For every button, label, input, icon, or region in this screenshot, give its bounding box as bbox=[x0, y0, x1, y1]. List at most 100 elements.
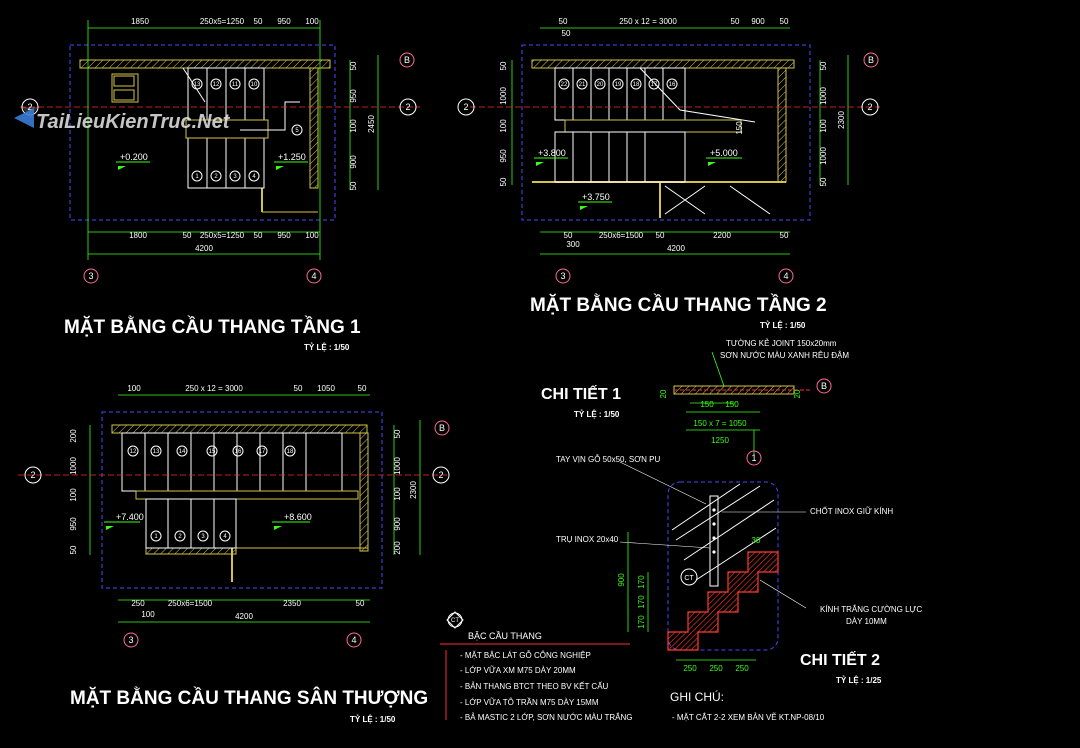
plan2-dim-r5: 50 bbox=[819, 177, 828, 186]
plan2-dim-bot-4: 50 bbox=[656, 231, 665, 240]
detail2-dim-l1: 170 bbox=[637, 615, 646, 629]
plan3-dim-bot-3: 2350 bbox=[283, 599, 301, 608]
plan1-dim-r2: 950 bbox=[349, 89, 358, 103]
detail1-dim-2: 150 bbox=[725, 400, 739, 409]
plan2-frame bbox=[521, 44, 811, 221]
detail2-stair-section bbox=[667, 551, 779, 651]
plan3-dim-top-4: 1050 bbox=[317, 384, 335, 393]
plan3-dim-l4: 950 bbox=[69, 517, 78, 531]
plan3-dim-bot-1: 250 bbox=[131, 599, 145, 608]
legend-item-4: - LỚP VỮA TÔ TRẦN M75 DÀY 15MM bbox=[460, 697, 599, 707]
plan2-dim-r4: 1000 bbox=[819, 147, 828, 165]
plan1-dim-bot-1: 1800 bbox=[129, 231, 147, 240]
plan1-wall-right bbox=[309, 67, 319, 189]
detail1-note-1: TƯỜNG KẺ JOINT 150x20mm bbox=[726, 339, 837, 348]
plan3-total: 4200 bbox=[235, 612, 253, 621]
plan2-step-18: 18 bbox=[633, 82, 640, 88]
plan3-axis-3: 3 bbox=[128, 635, 133, 645]
plan2-dim-top-4: 900 bbox=[751, 17, 765, 26]
plan3-dim-r2: 1000 bbox=[393, 457, 402, 475]
legend-item-3: - BẢN THANG BTCT THEO BV KẾT CẤU bbox=[460, 681, 609, 691]
plan1-title: MẶT BẰNG CẦU THANG TẦNG 1 bbox=[64, 316, 361, 338]
plan3-step-13: 13 bbox=[153, 449, 160, 455]
plan3-axis-left: 2 bbox=[30, 470, 35, 480]
plan1-step-3: 3 bbox=[233, 174, 237, 180]
plan3-title: MẶT BẰNG CẦU THANG SÂN THƯỢNG bbox=[70, 687, 428, 709]
detail1-axis-b: B bbox=[821, 381, 827, 391]
detail2-dim-30: 30 bbox=[752, 536, 761, 545]
detail2-label-pin: CHỐT INOX GIỮ KÍNH bbox=[810, 506, 893, 516]
plan3-dim-l5: 50 bbox=[69, 545, 78, 554]
legend-title: BẬC CẦU THANG bbox=[468, 631, 542, 641]
plan3-wall-top bbox=[111, 424, 368, 434]
plan-1: 13 12 11 10 1 2 3 4 5 1850 250x5=1250 50… bbox=[20, 17, 420, 352]
plan1-level-2: +1.250 bbox=[278, 152, 306, 162]
plan2-axis-3: 3 bbox=[560, 271, 565, 281]
plan2-dim-bot-1: 300 bbox=[566, 240, 580, 249]
plan2-step-19: 19 bbox=[615, 82, 622, 88]
plan1-step-12: 12 bbox=[213, 82, 220, 88]
plan1-total: 4200 bbox=[195, 244, 213, 253]
legend-item-1: - MẶT BẬC LÁT GỖ CÔNG NGHIỆP bbox=[460, 651, 591, 660]
detail2-dim-l2: 170 bbox=[637, 595, 646, 609]
plan1-dim-bot-3: 250x5=1250 bbox=[200, 231, 245, 240]
plan1-dim-r3: 100 bbox=[349, 119, 358, 133]
plan3-axis-b: B bbox=[439, 423, 445, 433]
plan2-dim-top-2: 250 x 12 = 3000 bbox=[619, 17, 677, 26]
plan1-step-10: 10 bbox=[251, 82, 258, 88]
plan1-wall-top bbox=[79, 59, 331, 69]
plan2-wall-top bbox=[531, 59, 795, 69]
detail2-label-thickness: DÀY 10MM bbox=[846, 617, 887, 626]
plan3-step-14: 14 bbox=[179, 449, 186, 455]
detail-2: TAY VỊN GỖ 50x50, SƠN PU CHỐT INOX GIỮ K… bbox=[556, 455, 922, 685]
plan1-step-13: 13 bbox=[194, 82, 201, 88]
detail1-dim-4: 1250 bbox=[711, 436, 729, 445]
watermark-text: TaiLieuKienTruc.Net bbox=[36, 111, 231, 133]
plan2-step-16: 16 bbox=[669, 82, 676, 88]
plan2-dim-bot-2: 50 bbox=[564, 231, 573, 240]
plan3-dim-bot-sub: 100 bbox=[141, 610, 155, 619]
detail2-dim-l4: 900 bbox=[617, 573, 626, 587]
detail1-scale: TỶ LỆ : 1/50 bbox=[574, 410, 620, 419]
plan1-step-5: 5 bbox=[295, 128, 299, 134]
plan3-frame bbox=[101, 411, 383, 589]
notes: GHI CHÚ: - MẶT CẮT 2-2 XEM BẢN VẼ KT.NP-… bbox=[670, 689, 825, 722]
plan1-axis-4: 4 bbox=[311, 271, 316, 281]
plan2-dim-right-total: 2300 bbox=[837, 111, 846, 129]
plan2-level-2: +5.000 bbox=[710, 148, 738, 158]
notes-item-1: - MẶT CẮT 2-2 XEM BẢN VẼ KT.NP-08/10 bbox=[672, 713, 825, 722]
plan1-scale: TỶ LỆ : 1/50 bbox=[304, 343, 350, 352]
notes-title: GHI CHÚ: bbox=[670, 689, 724, 704]
detail2-label-glass: KÍNH TRẮNG CƯỜNG LỰC bbox=[820, 605, 922, 614]
plan3-wall-right bbox=[359, 432, 369, 552]
plan-3: 12 13 14 15 16 17 18 1 2 3 4 100 250 x 1… bbox=[18, 384, 450, 724]
plan1-dim-r1: 50 bbox=[349, 61, 358, 70]
plan1-axis-left: 2 bbox=[27, 102, 32, 112]
plan2-dim-r3: 100 bbox=[819, 119, 828, 133]
plan3-step-4: 4 bbox=[223, 534, 227, 540]
legend-tag: CT bbox=[451, 618, 459, 624]
detail2-dim-b1: 250 bbox=[683, 664, 697, 673]
plan3-dim-l3: 100 bbox=[69, 488, 78, 502]
plan2-axis-left: 2 bbox=[463, 102, 468, 112]
detail1-note-2: SƠN NƯỚC MÀU XANH RÊU ĐẬM bbox=[720, 351, 849, 360]
plan3-dim-bot-4: 50 bbox=[356, 599, 365, 608]
plan3-step-1: 1 bbox=[154, 534, 158, 540]
detail2-title: CHI TIẾT 2 bbox=[800, 650, 880, 669]
detail1-side-2: 20 bbox=[793, 389, 802, 398]
legend-tag-icon bbox=[446, 611, 464, 629]
plan1-dim-bot-4: 50 bbox=[254, 231, 263, 240]
plan1-dim-bot-2: 50 bbox=[183, 231, 192, 240]
plan3-dim-r4: 900 bbox=[393, 517, 402, 531]
plan1-axis-b: B bbox=[404, 55, 410, 65]
plan3-step-17: 17 bbox=[259, 449, 266, 455]
plan3-dim-bot-2: 250x6=1500 bbox=[168, 599, 213, 608]
plan2-dim-bot-6: 50 bbox=[780, 231, 789, 240]
plan3-dim-top-3: 50 bbox=[294, 384, 303, 393]
watermark: TaiLieuKienTruc.Net bbox=[14, 108, 231, 133]
plan3-dim-top-5: 50 bbox=[358, 384, 367, 393]
detail2-dim-l3: 170 bbox=[637, 575, 646, 589]
plan1-dim-top-3: 50 bbox=[254, 17, 263, 26]
plan2-dim-r1: 50 bbox=[819, 61, 828, 70]
